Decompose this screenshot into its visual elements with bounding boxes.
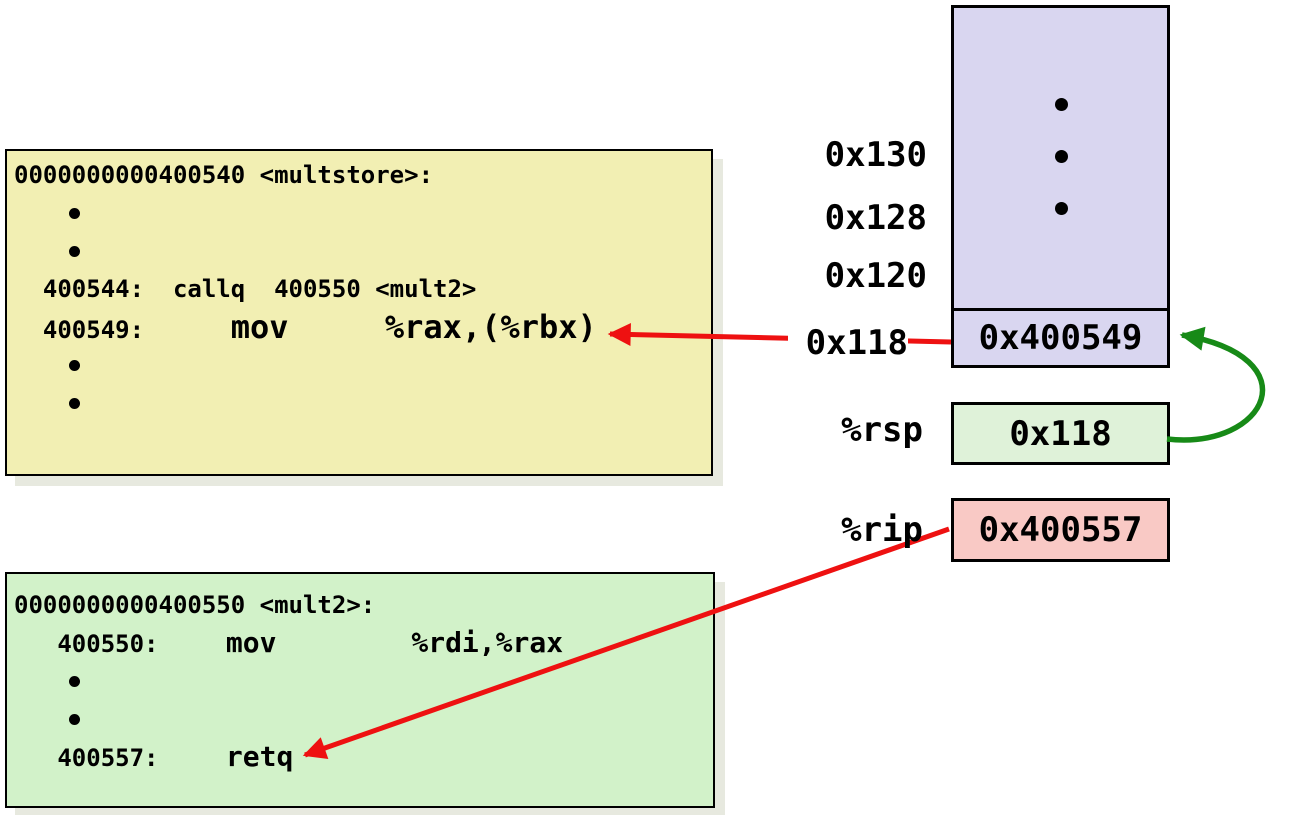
code-address-text: 400549: — [14, 316, 173, 344]
disassembly-box-mult2: 0000000000400550 <mult2>: 400550: mov %r… — [5, 572, 715, 808]
stack-ellipsis-dot — [1055, 98, 1068, 111]
code-line: 0000000000400540 <multstore>: — [14, 161, 434, 189]
code-ellipsis-bullet — [69, 714, 80, 725]
code-ellipsis-bullet — [69, 360, 80, 371]
code-line — [14, 384, 711, 422]
code-line: 400550: mov %rdi,%rax — [14, 624, 713, 662]
code-address-text: 400557: — [14, 744, 159, 772]
emphasized-instruction-text: mov %rdi,%rax — [158, 626, 564, 659]
stack-cell-return-address: 0x400549 — [954, 308, 1167, 365]
stack-address-label-0x120: 0x120 — [824, 256, 927, 296]
register-label-rip: %rip — [841, 510, 923, 550]
code-ellipsis-bullet — [69, 676, 80, 687]
stack-ellipsis-dot — [1055, 150, 1068, 163]
code-line — [14, 662, 713, 700]
code-line — [14, 700, 713, 738]
code-line: 400549: mov %rax,(%rbx) — [14, 308, 711, 346]
code-ellipsis-bullet — [69, 246, 80, 257]
code-line — [14, 194, 711, 232]
code-ellipsis-bullet — [69, 398, 80, 409]
stack-address-label-0x128: 0x128 — [824, 198, 927, 238]
disassembly-box-multstore: 0000000000400540 <multstore>: 400544: ca… — [5, 149, 713, 476]
rsp-to-stack-cell-arrow — [1166, 326, 1266, 443]
register-label-rsp: %rsp — [841, 410, 923, 450]
stack-box: 0x400549 — [951, 5, 1170, 368]
stack-ellipsis-dot — [1055, 202, 1068, 215]
stack-address-label-0x118: 0x118 — [788, 321, 908, 365]
code-line: 400557: retq — [14, 738, 713, 776]
emphasized-instruction-text: retq — [158, 740, 294, 773]
code-line: 400544: callq 400550 <mult2> — [14, 275, 477, 303]
code-line — [14, 232, 711, 270]
register-box-rsp: 0x118 — [951, 402, 1170, 465]
code-ellipsis-bullet — [69, 208, 80, 219]
code-address-text: 400550: — [14, 630, 159, 658]
code-line: 0000000000400550 <mult2>: — [14, 591, 376, 619]
code-line — [14, 346, 711, 384]
register-box-rip: 0x400557 — [951, 498, 1170, 562]
emphasized-instruction-text: mov %rax,(%rbx) — [172, 308, 597, 346]
stack-address-label-0x130: 0x130 — [824, 135, 927, 175]
